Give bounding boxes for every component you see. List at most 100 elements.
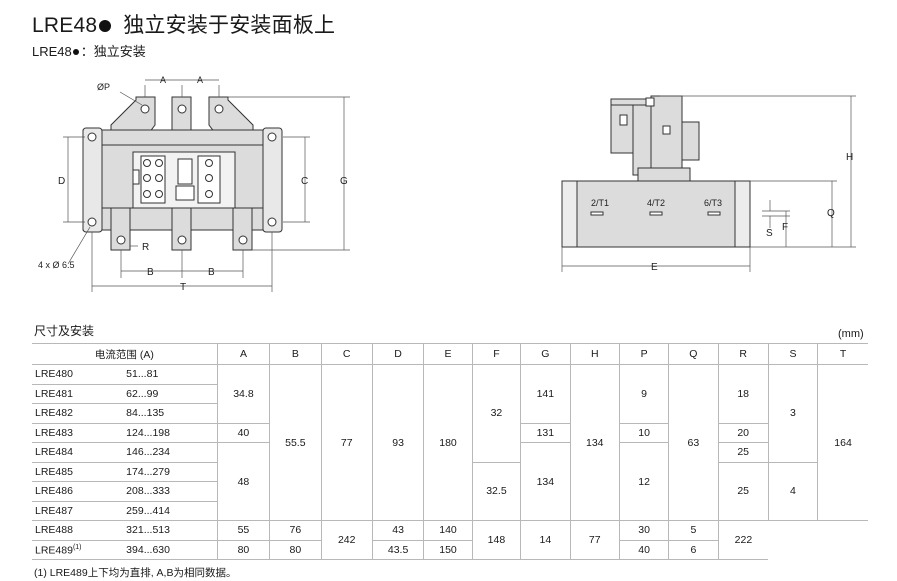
model-cell: LRE489(1) <box>32 539 124 560</box>
label-d: D <box>58 176 65 187</box>
col-header: R <box>717 343 769 365</box>
table-row: LRE488 321...513 55 76 242 43 140 148 14… <box>32 520 868 560</box>
cell-b: 55.5 <box>269 364 322 521</box>
cell-a: 55 <box>216 520 271 541</box>
section-title: 尺寸及安装 <box>34 324 95 338</box>
table-row: LRE483 124...198 40 131 10 20 <box>32 422 868 443</box>
range-cell: 51...81 <box>123 364 218 385</box>
table-row: LRE480 51...81 34.8 55.5 77 93 180 32 14… <box>32 364 868 521</box>
dimensions-table: 电流范围 (A) A B C D E F G H P Q R S T LRE48… <box>32 343 868 560</box>
front-view-drawing: ØP A A D C G R B B T 4 x Ø 6.5 <box>38 75 350 293</box>
col-header: A <box>216 343 271 365</box>
cell-h: 148 <box>471 520 522 560</box>
cell-p: 12 <box>618 442 670 521</box>
range-cell: 259...414 <box>123 500 218 521</box>
cell-f: 43.5 <box>371 539 425 560</box>
model-cell: LRE486 <box>32 481 124 502</box>
label-c: C <box>301 176 308 187</box>
range-cell: 146...234 <box>123 442 218 463</box>
cell-s: 6 <box>668 539 719 560</box>
terminal-label: 4/T2 <box>647 198 665 208</box>
cell-a: 80 <box>216 539 271 560</box>
model-cell: LRE480 <box>32 364 124 385</box>
cell-r: 18 <box>717 364 769 424</box>
subtitle-model: LRE48 <box>32 44 72 59</box>
range-cell: 174...279 <box>123 461 218 482</box>
cell-q: 63 <box>668 364 719 521</box>
cell-f: 32 <box>471 364 522 463</box>
bullet-dot-icon <box>72 48 79 55</box>
cell-b: 80 <box>269 539 322 560</box>
cell-g: 131 <box>520 422 571 443</box>
table-row: LRE489(1) 394...630 80 80 43.5 150 40 6 <box>32 539 868 560</box>
model-cell: LRE481 <box>32 383 124 404</box>
table-header-row: 电流范围 (A) A B C D E F G H P Q R S T <box>32 343 868 365</box>
range-cell: 394...630 <box>123 539 218 560</box>
col-header: B <box>269 343 322 365</box>
col-header: G <box>520 343 571 365</box>
label-s: S <box>766 228 773 239</box>
label-f: F <box>782 222 788 233</box>
cell-t: 222 <box>717 520 769 560</box>
title-text: 独立安装于安装面板上 <box>123 14 336 37</box>
col-header: E <box>423 343 473 365</box>
cell-r: 40 <box>618 539 670 560</box>
cell-r: 25 <box>717 461 769 521</box>
cell-a: 48 <box>216 442 271 521</box>
range-cell: 124...198 <box>123 422 218 443</box>
cell-p: 10 <box>618 422 670 443</box>
col-header: Q <box>668 343 719 365</box>
label-a2: A <box>197 75 203 85</box>
cell-r: 20 <box>717 422 769 443</box>
label-b2: B <box>208 267 215 278</box>
model-name: LRE489 <box>35 544 73 556</box>
cell-a: 34.8 <box>216 364 271 424</box>
col-header: S <box>767 343 819 365</box>
label-r: R <box>142 242 149 253</box>
cell-s: 3 <box>767 364 819 463</box>
col-header: C <box>320 343 373 365</box>
cell-a: 40 <box>216 422 271 443</box>
label-a1: A <box>160 75 166 85</box>
range-cell: 208...333 <box>123 481 218 502</box>
model-cell: LRE485 <box>32 461 124 482</box>
model-cell: LRE482 <box>32 403 124 424</box>
cell-g: 141 <box>520 364 571 424</box>
cell-r: 25 <box>717 442 769 463</box>
col-header: F <box>471 343 522 365</box>
unit-label: (mm) <box>838 328 864 340</box>
model-cell: LRE487 <box>32 500 124 521</box>
cell-q: 77 <box>569 520 620 560</box>
terminal-label: 6/T3 <box>704 198 722 208</box>
cell-t: 164 <box>817 364 868 521</box>
model-cell: LRE484 <box>32 442 124 463</box>
range-cell: 62...99 <box>123 383 218 404</box>
col-header: D <box>371 343 425 365</box>
cell-g: 150 <box>423 539 473 560</box>
cell-s: 5 <box>668 520 719 541</box>
col-header: T <box>817 343 868 365</box>
cell-s: 4 <box>767 461 818 521</box>
col-header: P <box>618 343 670 365</box>
range-cell: 84...135 <box>123 403 218 424</box>
terminal-label: 2/T1 <box>591 198 609 208</box>
cell-b: 76 <box>269 520 322 541</box>
cell-g: 134 <box>520 442 571 521</box>
cell-r: 30 <box>618 520 670 541</box>
table-row: LRE485 174...279 32.5 25 4 <box>32 461 868 521</box>
label-h: H <box>846 152 853 163</box>
cell-h: 134 <box>569 364 620 521</box>
cell-e: 180 <box>423 364 473 521</box>
cell-f: 32.5 <box>471 461 522 521</box>
model-cell: LRE483 <box>32 422 124 443</box>
cell-d: 93 <box>371 364 425 521</box>
page-subtitle: LRE48 ：独立安装 <box>32 41 146 60</box>
side-view-drawing: 2/T1 4/T2 6/T3 H Q S F E <box>561 95 856 273</box>
label-holes: 4 x Ø 6.5 <box>38 260 75 270</box>
cell-e: 242 <box>320 520 373 560</box>
range-cell: 321...513 <box>123 520 218 541</box>
cell-p: 9 <box>618 364 670 424</box>
subtitle-text: ：独立安装 <box>80 44 146 59</box>
model-cell: LRE488 <box>32 520 124 541</box>
